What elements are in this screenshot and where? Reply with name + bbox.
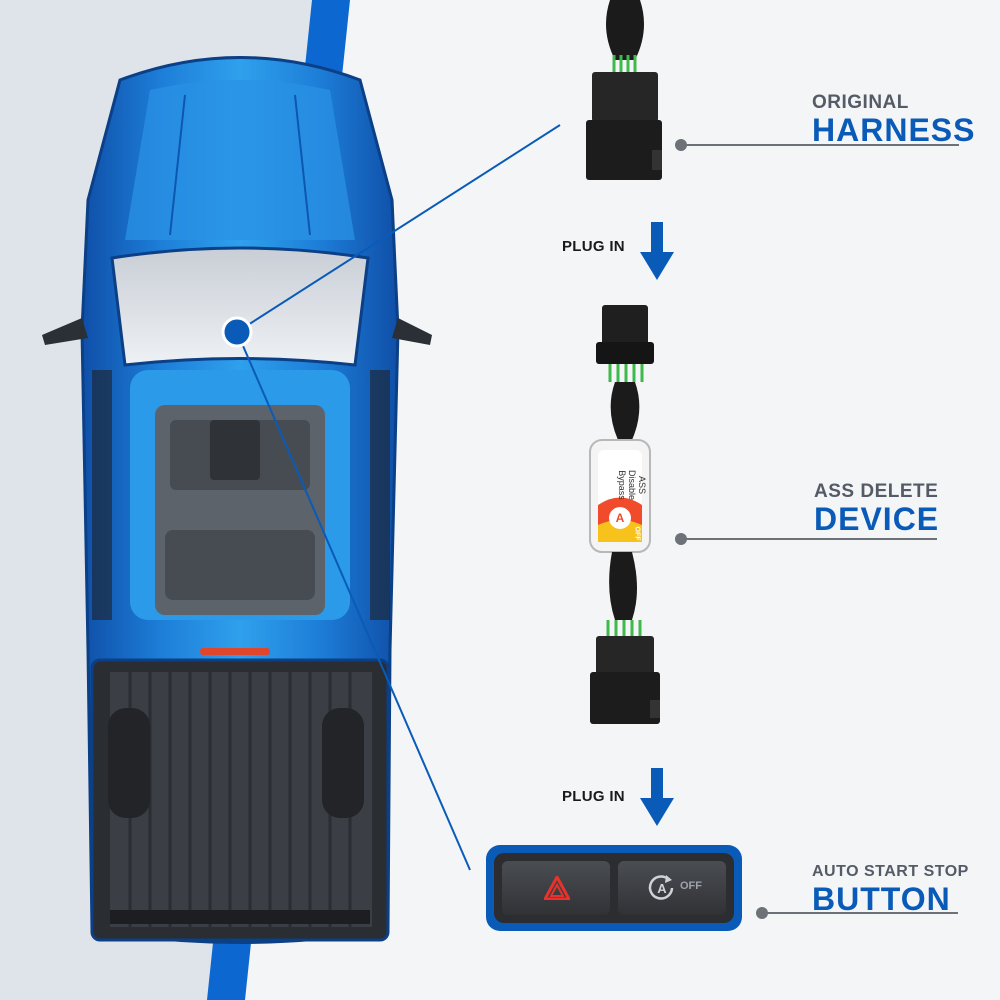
device-sticker-text: ASS Disable Bypass xyxy=(587,461,647,509)
label-ass-delete-device: ASS DELETE DEVICE xyxy=(814,481,940,537)
svg-text:A: A xyxy=(616,511,625,525)
hazard-button[interactable] xyxy=(502,861,610,915)
label-auto-start-stop-button-big: BUTTON xyxy=(812,881,951,917)
underline-device xyxy=(681,538,937,540)
callout-point xyxy=(221,316,253,348)
label-auto-start-stop-button-small: AUTO START STOP xyxy=(812,863,969,880)
label-original-harness-small: ORIGINAL xyxy=(812,92,909,113)
plug-in-label-1: PLUG IN xyxy=(562,238,625,255)
underline-button xyxy=(762,912,958,914)
ass-delete-device: A xyxy=(589,305,660,724)
label-ass-delete-device-small: ASS DELETE xyxy=(814,481,939,502)
device-sticker-badge: OFF xyxy=(633,526,641,541)
original-harness-connector xyxy=(586,0,662,180)
plug-in-label-2: PLUG IN xyxy=(562,788,625,805)
svg-text:A: A xyxy=(657,881,667,896)
device-sticker-line1: ASS xyxy=(637,475,647,494)
label-auto-start-stop-button: AUTO START STOP BUTTON xyxy=(812,862,969,916)
label-original-harness: ORIGINAL HARNESS xyxy=(812,92,976,148)
off-text: OFF xyxy=(680,880,702,892)
auto-start-stop-button[interactable]: A OFF xyxy=(618,861,726,915)
underline-harness xyxy=(681,144,959,146)
auto-start-stop-icon: A xyxy=(648,875,674,900)
device-sticker-line2: Disable Bypass xyxy=(617,469,637,500)
label-original-harness-big: HARNESS xyxy=(812,112,976,148)
label-ass-delete-device-big: DEVICE xyxy=(814,501,940,537)
hazard-triangle-icon xyxy=(544,876,570,900)
down-arrow-icon xyxy=(640,768,674,826)
down-arrow-icon xyxy=(640,222,674,280)
auto-start-stop-button-panel: A OFF xyxy=(486,845,742,931)
